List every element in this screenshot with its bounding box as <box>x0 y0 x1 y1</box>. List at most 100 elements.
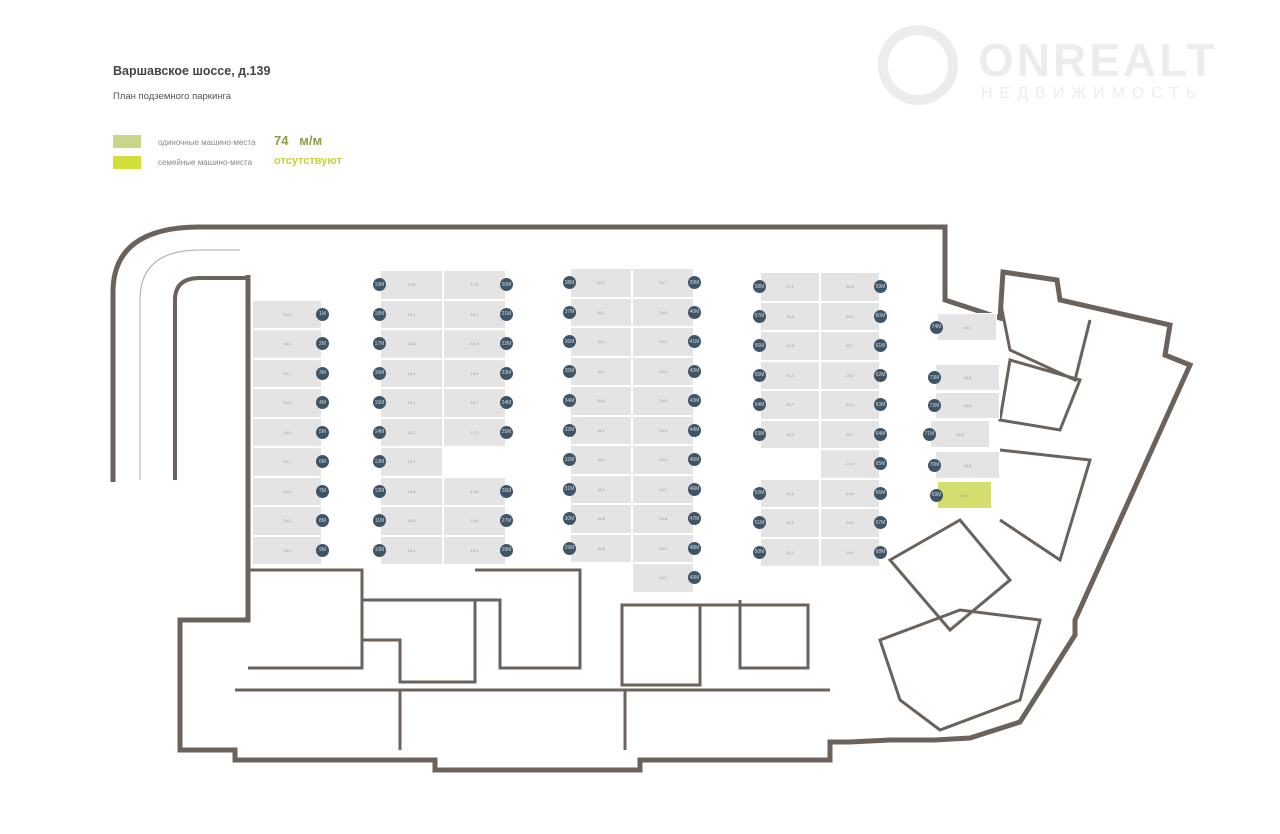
spot-number-badge[interactable]: 35M <box>563 364 576 378</box>
parking-spot-37m[interactable]: 16,1 <box>570 297 632 327</box>
parking-spot-6m[interactable]: 15,7 <box>252 447 322 477</box>
spot-number-badge[interactable]: 16M <box>373 366 386 380</box>
parking-spot-36m[interactable]: 16,1 <box>570 327 632 357</box>
parking-spot-10m[interactable]: 16,1 <box>380 535 443 565</box>
spot-number-badge[interactable]: 19M <box>373 278 386 292</box>
parking-spot-65m[interactable]: 14,3 <box>820 449 880 479</box>
parking-spot-67m[interactable]: 14,0 <box>820 508 880 538</box>
parking-spot-18m[interactable]: 16,1 <box>380 299 443 329</box>
parking-spot-26m[interactable]: 14,8 <box>443 476 506 506</box>
spot-number-badge[interactable]: 46M <box>688 482 701 496</box>
parking-spot-57m[interactable]: 15,4 <box>760 301 820 331</box>
spot-number-badge[interactable]: 73M <box>928 371 941 384</box>
spot-number-badge[interactable]: 70M <box>928 458 941 472</box>
spot-number-badge[interactable]: 72M <box>928 399 941 412</box>
spot-number-badge[interactable]: 61M <box>874 339 887 353</box>
spot-number-badge[interactable]: 27M <box>500 514 513 528</box>
parking-spot-35m[interactable]: 16,1 <box>570 356 632 386</box>
parking-spot-74m[interactable]: 14,3 <box>937 313 997 341</box>
spot-number-badge[interactable]: 50M <box>753 545 766 559</box>
parking-spot-51m[interactable]: 14,1 <box>760 508 820 538</box>
parking-spot-22m[interactable]: 16,3 <box>443 329 506 359</box>
spot-number-badge[interactable]: 68M <box>874 545 887 559</box>
parking-spot-44m[interactable]: 16,4 <box>632 415 694 445</box>
parking-spot-19m[interactable]: 17,6 <box>380 270 443 300</box>
parking-spot-21m[interactable]: 16,1 <box>443 299 506 329</box>
parking-spot-4m[interactable]: 16,3 <box>252 388 322 418</box>
parking-spot-33m[interactable]: 16,1 <box>570 415 632 445</box>
spot-number-badge[interactable]: 2M <box>316 337 329 351</box>
parking-spot-3m[interactable]: 15,7 <box>252 358 322 388</box>
spot-number-badge[interactable]: 48M <box>688 541 701 555</box>
parking-spot-24m[interactable]: 16,7 <box>443 388 506 418</box>
spot-number-badge[interactable]: 4M <box>316 396 329 410</box>
spot-number-badge[interactable]: 23M <box>500 366 513 380</box>
parking-spot-49m[interactable]: 14,2 <box>632 563 694 593</box>
parking-spot-68m[interactable]: 14,0 <box>820 537 880 567</box>
parking-spot-72m[interactable]: 15,8 <box>935 392 1000 419</box>
spot-number-badge[interactable]: 20M <box>500 278 513 292</box>
spot-number-badge[interactable]: 52M <box>753 486 766 500</box>
parking-spot-47m[interactable]: 15,8 <box>632 504 694 534</box>
spot-number-badge[interactable]: 5M <box>316 425 329 439</box>
parking-spot-12m[interactable]: 14,8 <box>380 476 443 506</box>
spot-number-badge[interactable]: 38M <box>563 276 576 290</box>
spot-number-badge[interactable]: 37M <box>563 305 576 319</box>
parking-spot-9m[interactable]: 18,1 <box>252 535 322 565</box>
spot-number-badge[interactable]: 51M <box>753 516 766 530</box>
spot-number-badge[interactable]: 36M <box>563 335 576 349</box>
spot-number-badge[interactable]: 31M <box>563 482 576 496</box>
spot-number-badge[interactable]: 47M <box>688 512 701 526</box>
spot-number-badge[interactable]: 56M <box>753 339 766 353</box>
spot-number-badge[interactable]: 41M <box>688 335 701 349</box>
spot-number-badge[interactable]: 44M <box>688 423 701 437</box>
spot-number-badge[interactable]: 11M <box>373 514 386 528</box>
spot-number-badge[interactable]: 54M <box>753 398 766 412</box>
spot-number-badge[interactable]: 32M <box>563 453 576 467</box>
parking-spot-55m[interactable]: 15,4 <box>760 360 820 390</box>
parking-spot-25m[interactable]: 17,1 <box>443 417 506 447</box>
spot-number-badge[interactable]: 3M <box>316 366 329 380</box>
spot-number-badge[interactable]: 12M <box>373 484 386 498</box>
parking-spot-23m[interactable]: 16,3 <box>443 358 506 388</box>
parking-spot-29m[interactable]: 16,8 <box>570 533 632 563</box>
spot-number-badge[interactable]: 64M <box>874 427 887 441</box>
spot-number-badge[interactable]: 9M <box>316 543 329 557</box>
spot-number-badge[interactable]: 1M <box>316 307 329 321</box>
parking-spot-27m[interactable]: 14,8 <box>443 506 506 536</box>
spot-number-badge[interactable]: 40M <box>688 305 701 319</box>
parking-spot-42m[interactable]: 15,9 <box>632 356 694 386</box>
spot-number-badge[interactable]: 62M <box>874 368 887 382</box>
spot-number-badge[interactable]: 15M <box>373 396 386 410</box>
spot-number-badge[interactable]: 74M <box>930 320 943 334</box>
parking-spot-63m[interactable]: 15,4 <box>820 390 880 420</box>
spot-number-badge[interactable]: 8M <box>316 514 329 528</box>
spot-number-badge[interactable]: 25M <box>500 425 513 439</box>
parking-spot-73m[interactable]: 15,8 <box>935 364 1000 391</box>
parking-spot-32m[interactable]: 16,4 <box>570 445 632 475</box>
spot-number-badge[interactable]: 7M <box>316 484 329 498</box>
parking-spot-11m[interactable]: 14,8 <box>380 506 443 536</box>
spot-number-badge[interactable]: 43M <box>688 394 701 408</box>
parking-spot-17m[interactable]: 16,2 <box>380 329 443 359</box>
parking-spot-45m[interactable]: 15,9 <box>632 445 694 475</box>
parking-spot-66m[interactable]: 14,0 <box>820 478 880 508</box>
parking-spot-46m[interactable]: 16,2 <box>632 474 694 504</box>
parking-spot-50m[interactable]: 15,1 <box>760 537 820 567</box>
spot-number-badge[interactable]: 57M <box>753 309 766 323</box>
parking-spot-30m[interactable]: 16,8 <box>570 504 632 534</box>
parking-spot-14m[interactable]: 16,1 <box>380 417 443 447</box>
spot-number-badge[interactable]: 18M <box>373 307 386 321</box>
parking-spot-41m[interactable]: 16,4 <box>632 327 694 357</box>
parking-spot-52m[interactable]: 14,1 <box>760 478 820 508</box>
spot-number-badge[interactable]: 67M <box>874 516 887 530</box>
parking-spot-54m[interactable]: 15,7 <box>760 390 820 420</box>
spot-number-badge[interactable]: 21M <box>500 307 513 321</box>
spot-number-badge[interactable]: 33M <box>563 423 576 437</box>
spot-number-badge[interactable]: 71M <box>923 427 936 441</box>
parking-spot-1m[interactable]: 16,3 <box>252 299 322 329</box>
spot-number-badge[interactable]: 22M <box>500 337 513 351</box>
parking-spot-20m[interactable]: 17,8 <box>443 270 506 300</box>
spot-number-badge[interactable]: 63M <box>874 398 887 412</box>
spot-number-badge[interactable]: 30M <box>563 512 576 526</box>
